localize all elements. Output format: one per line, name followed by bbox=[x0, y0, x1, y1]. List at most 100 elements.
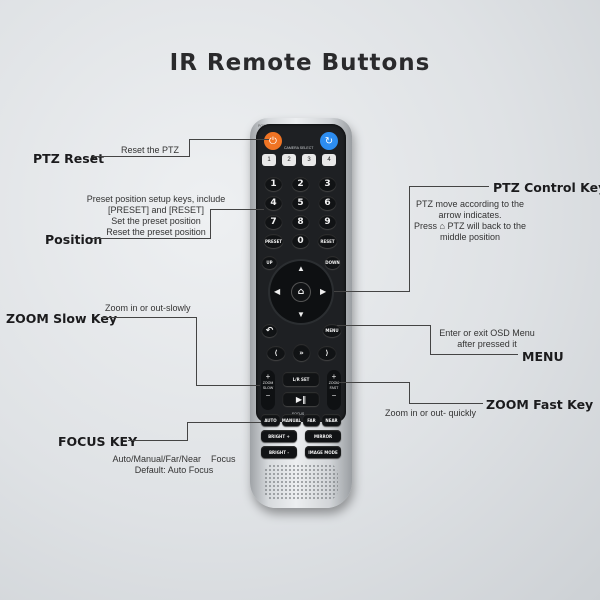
arrow-up-icon[interactable]: ▲ bbox=[297, 264, 305, 273]
callout-dot bbox=[91, 155, 95, 159]
ptz-control-desc-line: middle position bbox=[439, 232, 501, 242]
callout-line bbox=[92, 238, 211, 239]
speaker-grille bbox=[264, 464, 338, 500]
ptz-control-desc-line: arrow indicates. bbox=[438, 210, 502, 220]
ptz-control-desc-line: Press ⌂ PTZ will back to the bbox=[414, 221, 526, 231]
camera-2-button[interactable]: 2 bbox=[282, 154, 296, 166]
image-mode-button[interactable]: IMAGE MODE bbox=[305, 446, 341, 458]
zoom-slow-desc: Zoom in or out-slowly bbox=[105, 303, 191, 313]
ptz-control-desc-line: PTZ move according to the bbox=[415, 199, 525, 209]
camera-3-button[interactable]: 3 bbox=[302, 154, 316, 166]
position-label: Position bbox=[45, 232, 103, 247]
menu-desc: Enter or exit OSD Menu after pressed it bbox=[427, 328, 547, 350]
prev-button[interactable]: ⟨ bbox=[267, 346, 285, 360]
fast-forward-button[interactable]: » bbox=[293, 344, 310, 361]
key-7[interactable]: 7 bbox=[265, 215, 282, 229]
callout-line bbox=[196, 317, 197, 386]
ptz-control-label: PTZ Control Key bbox=[493, 180, 600, 195]
callout-line bbox=[128, 440, 188, 441]
power-button[interactable]: ⏻ bbox=[264, 132, 282, 150]
home-button[interactable]: ⌂ bbox=[292, 283, 310, 301]
arrow-right-icon[interactable]: ▶ bbox=[320, 287, 327, 296]
focus-desc-line: Default: Auto Focus bbox=[134, 465, 214, 475]
callout-line bbox=[409, 382, 410, 404]
zoom-slow-label: ZOOM Slow Key bbox=[6, 311, 117, 326]
reset-button[interactable]: RESET bbox=[318, 234, 337, 248]
back-button[interactable]: ↶ bbox=[262, 324, 277, 337]
down-button[interactable]: DOWN bbox=[325, 256, 340, 269]
callout-line bbox=[409, 186, 410, 292]
back-icon: ↶ bbox=[265, 325, 274, 336]
callout-line bbox=[338, 382, 410, 383]
home-icon: ⌂ bbox=[297, 287, 305, 297]
ir-remote: POWER PTZ RESET ⏻ ↻ CAMERA SELECT 1 2 3 … bbox=[250, 118, 352, 508]
arrow-down-icon[interactable]: ▼ bbox=[297, 310, 305, 319]
callout-line bbox=[93, 156, 190, 157]
callout-line bbox=[189, 139, 190, 157]
mirror-button[interactable]: MIRROR bbox=[305, 430, 341, 442]
callout-line bbox=[430, 354, 518, 355]
up-button[interactable]: UP bbox=[262, 256, 277, 269]
position-desc-line: Reset the preset position bbox=[106, 227, 206, 237]
zoom-fast-caption: ZOOM FAST bbox=[328, 381, 340, 390]
focus-desc: Auto/Manual/Far/Near Focus Default: Auto… bbox=[100, 454, 248, 476]
callout-line bbox=[210, 209, 264, 210]
page-title: IR Remote Buttons bbox=[169, 50, 431, 76]
button-panel: ⏻ ↻ CAMERA SELECT 1 2 3 4 1 2 3 4 5 6 7 … bbox=[256, 124, 346, 422]
power-icon: ⏻ bbox=[269, 135, 277, 147]
far-focus-button[interactable]: FAR bbox=[303, 414, 320, 426]
next-button[interactable]: ⟩ bbox=[318, 346, 336, 360]
camera-select-caption: CAMERA SELECT bbox=[284, 146, 314, 150]
focus-desc-line: Auto/Manual/Far/Near Focus bbox=[112, 454, 236, 464]
callout-line bbox=[189, 139, 269, 140]
menu-button[interactable]: MENU bbox=[323, 324, 341, 337]
key-1[interactable]: 1 bbox=[265, 177, 282, 191]
menu-desc-line: Enter or exit OSD Menu bbox=[439, 328, 535, 338]
position-desc-line: Preset position setup keys, include bbox=[86, 194, 226, 204]
camera-4-button[interactable]: 4 bbox=[322, 154, 336, 166]
menu-desc-line: after pressed it bbox=[457, 339, 517, 349]
camera-1-button[interactable]: 1 bbox=[262, 154, 276, 166]
zoom-fast-key[interactable]: + ZOOM FAST − bbox=[327, 370, 341, 410]
ptz-reset-label: PTZ Reset bbox=[33, 151, 105, 166]
zoom-fast-label: ZOOM Fast Key bbox=[486, 397, 594, 412]
key-5[interactable]: 5 bbox=[292, 196, 309, 210]
ptz-control-desc: PTZ move according to the arrow indicate… bbox=[400, 199, 540, 243]
focus-key-label: FOCUS KEY bbox=[58, 434, 138, 449]
callout-line bbox=[101, 317, 197, 318]
ptz-direction-pad[interactable]: ▲ ▼ ◀ ▶ ⌂ bbox=[270, 261, 332, 323]
position-desc: Preset position setup keys, include [PRE… bbox=[85, 194, 227, 238]
key-0[interactable]: 0 bbox=[292, 234, 309, 248]
zoom-slow-caption: ZOOM SLOW bbox=[262, 381, 274, 390]
callout-line bbox=[187, 422, 261, 423]
callout-line bbox=[196, 385, 260, 386]
key-2[interactable]: 2 bbox=[292, 177, 309, 191]
key-8[interactable]: 8 bbox=[292, 215, 309, 229]
key-4[interactable]: 4 bbox=[265, 196, 282, 210]
preset-button[interactable]: PRESET bbox=[264, 234, 283, 248]
callout-line bbox=[430, 325, 431, 355]
play-pause-button[interactable]: ▶‖ bbox=[283, 392, 319, 406]
callout-line bbox=[409, 403, 483, 404]
reset-icon: ↻ bbox=[324, 135, 334, 147]
bright-minus-button[interactable]: BRIGHT - bbox=[261, 446, 297, 458]
key-9[interactable]: 9 bbox=[319, 215, 336, 229]
position-desc-line: [PRESET] and [RESET] bbox=[107, 205, 205, 215]
callout-line bbox=[409, 186, 489, 187]
manual-focus-button[interactable]: MANUAL bbox=[282, 414, 301, 426]
callout-line bbox=[187, 422, 188, 441]
play-pause-icon: ▶‖ bbox=[295, 394, 307, 404]
auto-focus-button[interactable]: AUTO bbox=[261, 414, 280, 426]
key-3[interactable]: 3 bbox=[319, 177, 336, 191]
callout-line bbox=[337, 325, 431, 326]
lr-set-button[interactable]: L/R SET bbox=[283, 372, 319, 386]
ptz-reset-desc: Reset the PTZ bbox=[121, 145, 180, 155]
near-focus-button[interactable]: NEAR bbox=[322, 414, 341, 426]
callout-line bbox=[210, 209, 211, 239]
bright-plus-button[interactable]: BRIGHT + bbox=[261, 430, 297, 442]
zoom-fast-desc: Zoom in or out- quickly bbox=[385, 408, 477, 418]
key-6[interactable]: 6 bbox=[319, 196, 336, 210]
ptz-reset-button[interactable]: ↻ bbox=[320, 132, 338, 150]
zoom-slow-key[interactable]: + ZOOM SLOW − bbox=[261, 370, 275, 410]
arrow-left-icon[interactable]: ◀ bbox=[274, 287, 281, 296]
